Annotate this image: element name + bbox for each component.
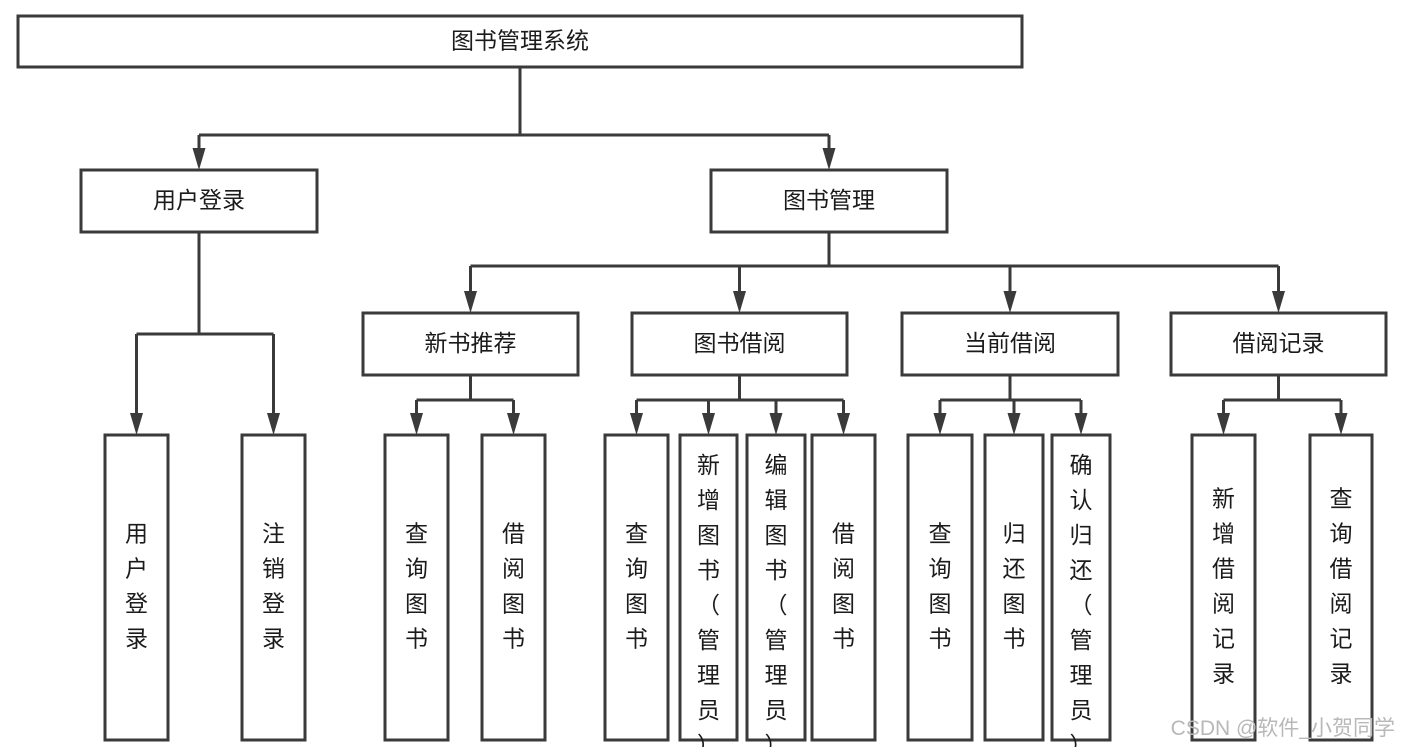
node-label: 查询借阅记录 (1330, 486, 1353, 687)
node-leaf-user-login[interactable]: 用户登录 (103, 433, 170, 742)
edge-arrowhead (1217, 413, 1230, 435)
edge-arrowhead (464, 291, 477, 313)
edges-layer (130, 67, 1348, 435)
node-box (480, 433, 547, 742)
node-box (240, 433, 307, 742)
node-label: 查询图书 (405, 521, 428, 652)
node-label: 当前借阅 (964, 330, 1056, 356)
edge-arrowhead (822, 148, 836, 170)
node-current-borrow[interactable]: 当前借阅 (900, 311, 1120, 377)
node-label: 查询图书 (625, 521, 648, 652)
edge-arrowhead (410, 413, 423, 435)
edge-arrowhead (192, 148, 206, 170)
node-box (16, 14, 1024, 69)
edge-arrowhead (1003, 291, 1017, 313)
node-leaf-query-book-1[interactable]: 查询图书 (383, 433, 450, 742)
edge-arrowhead (1074, 413, 1088, 435)
node-box (983, 433, 1045, 742)
node-label: 新增图书（管理员） (697, 452, 720, 747)
node-label: 借阅图书 (832, 521, 855, 652)
node-label: 新书推荐 (425, 330, 517, 356)
node-label: 注销登录 (262, 521, 285, 652)
node-leaf-borrow-book-1[interactable]: 借阅图书 (480, 433, 547, 742)
node-leaf-query-book-2[interactable]: 查询图书 (603, 433, 670, 742)
edge-arrowhead (733, 291, 746, 313)
node-leaf-confirm-return[interactable]: 确认归还（管理员） (1050, 433, 1112, 747)
edge-arrowhead (1272, 291, 1285, 313)
node-leaf-query-book-3[interactable]: 查询图书 (906, 433, 974, 742)
node-box (810, 433, 877, 742)
node-label: 图书借阅 (694, 330, 786, 356)
node-leaf-add-record[interactable]: 新增借阅记录 (1190, 433, 1257, 742)
edge-arrowhead (769, 413, 783, 435)
nodes-layer: 图书管理系统用户登录图书管理新书推荐图书借阅当前借阅借阅记录用户登录注销登录查询… (16, 14, 1388, 747)
node-leaf-edit-book[interactable]: 编辑图书（管理员） (745, 433, 807, 747)
csdn-watermark: CSDN @软件_小贺同学 (1171, 717, 1395, 740)
node-leaf-return-book[interactable]: 归还图书 (983, 433, 1045, 742)
node-label: 编辑图书（管理员） (765, 452, 788, 747)
node-box (678, 433, 739, 742)
node-box (79, 168, 319, 234)
edge-arrowhead (933, 413, 947, 435)
edge-arrowhead (130, 413, 143, 435)
node-label: 用户登录 (153, 187, 245, 213)
node-label: 图书管理 (783, 187, 875, 213)
node-user-login[interactable]: 用户登录 (79, 168, 319, 234)
node-label: 新增借阅记录 (1212, 486, 1235, 687)
node-box (630, 311, 849, 377)
node-box (900, 311, 1120, 377)
edge-arrowhead (1334, 413, 1348, 435)
node-leaf-user-logout[interactable]: 注销登录 (240, 433, 307, 742)
node-box (1308, 433, 1374, 742)
node-new-book-rec[interactable]: 新书推荐 (361, 311, 580, 377)
edge-arrowhead (267, 413, 280, 435)
node-box (906, 433, 974, 742)
edge-arrowhead (837, 413, 850, 435)
edge-arrowhead (1007, 413, 1021, 435)
node-leaf-borrow-book-2[interactable]: 借阅图书 (810, 433, 877, 742)
node-label: 借阅图书 (502, 521, 525, 652)
node-borrow-record[interactable]: 借阅记录 (1169, 311, 1388, 377)
node-leaf-add-book[interactable]: 新增图书（管理员） (678, 433, 739, 747)
node-box (1050, 433, 1112, 742)
node-leaf-query-record[interactable]: 查询借阅记录 (1308, 433, 1374, 742)
node-book-manage[interactable]: 图书管理 (709, 168, 949, 234)
node-label: 确认归还（管理员） (1070, 452, 1093, 747)
node-box (103, 433, 170, 742)
node-label: 查询图书 (929, 521, 952, 652)
node-box (1169, 311, 1388, 377)
edge-arrowhead (702, 413, 715, 435)
node-box (361, 311, 580, 377)
node-book-borrow[interactable]: 图书借阅 (630, 311, 849, 377)
node-box (709, 168, 949, 234)
edge-arrowhead (507, 413, 520, 435)
node-label: 图书管理系统 (451, 28, 589, 54)
node-root[interactable]: 图书管理系统 (16, 14, 1024, 69)
node-box (745, 433, 807, 742)
edge-arrowhead (630, 413, 643, 435)
node-label: 借阅记录 (1233, 330, 1325, 356)
node-box (1190, 433, 1257, 742)
node-box (603, 433, 670, 742)
node-box (383, 433, 450, 742)
node-label: 归还图书 (1003, 521, 1026, 652)
node-label: 用户登录 (125, 521, 148, 652)
